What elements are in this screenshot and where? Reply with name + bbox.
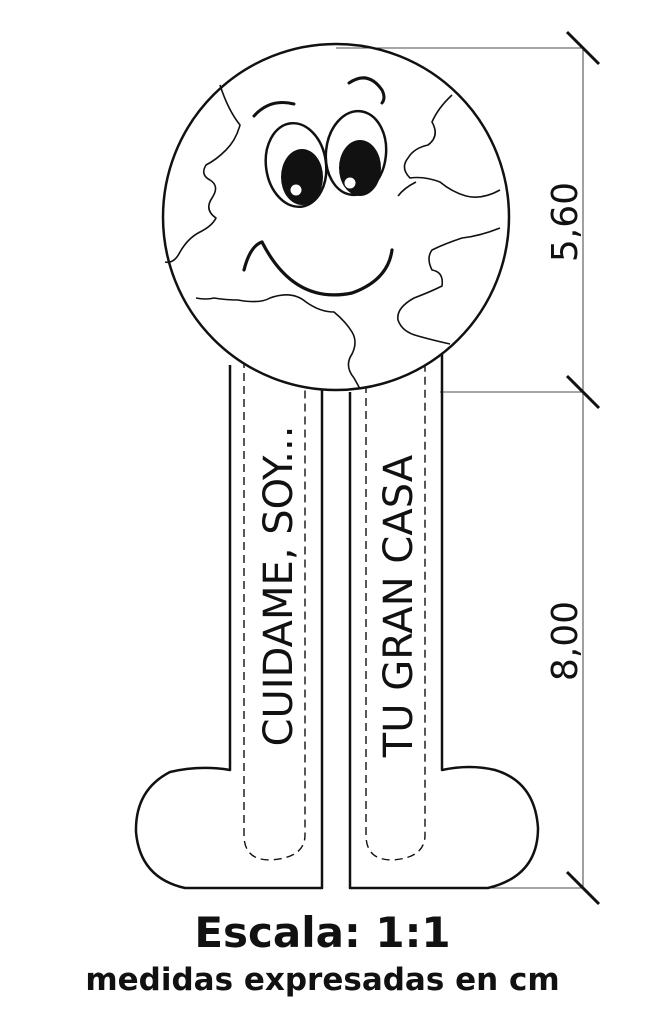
globe-head	[161, 42, 511, 392]
right-leg-outline	[348, 350, 540, 890]
smile	[242, 240, 394, 297]
units-label: medidas expresadas en cm	[85, 962, 560, 998]
fold-guides	[243, 165, 426, 861]
eyebrows	[252, 76, 386, 118]
right-eye	[324, 109, 388, 197]
dimension-bottom-label: 8,00	[545, 601, 586, 681]
left-eye	[264, 121, 328, 209]
continent-outlines	[164, 84, 501, 390]
right-leg-text: TU GRAN CASA	[376, 454, 422, 758]
left-leg-text: CUIDAME, SOY...	[256, 426, 302, 747]
scale-label: Escala: 1:1	[194, 908, 451, 957]
left-leg-outline	[134, 365, 324, 890]
dimension-lines	[336, 30, 601, 906]
dimension-top-label: 5,60	[545, 182, 586, 262]
